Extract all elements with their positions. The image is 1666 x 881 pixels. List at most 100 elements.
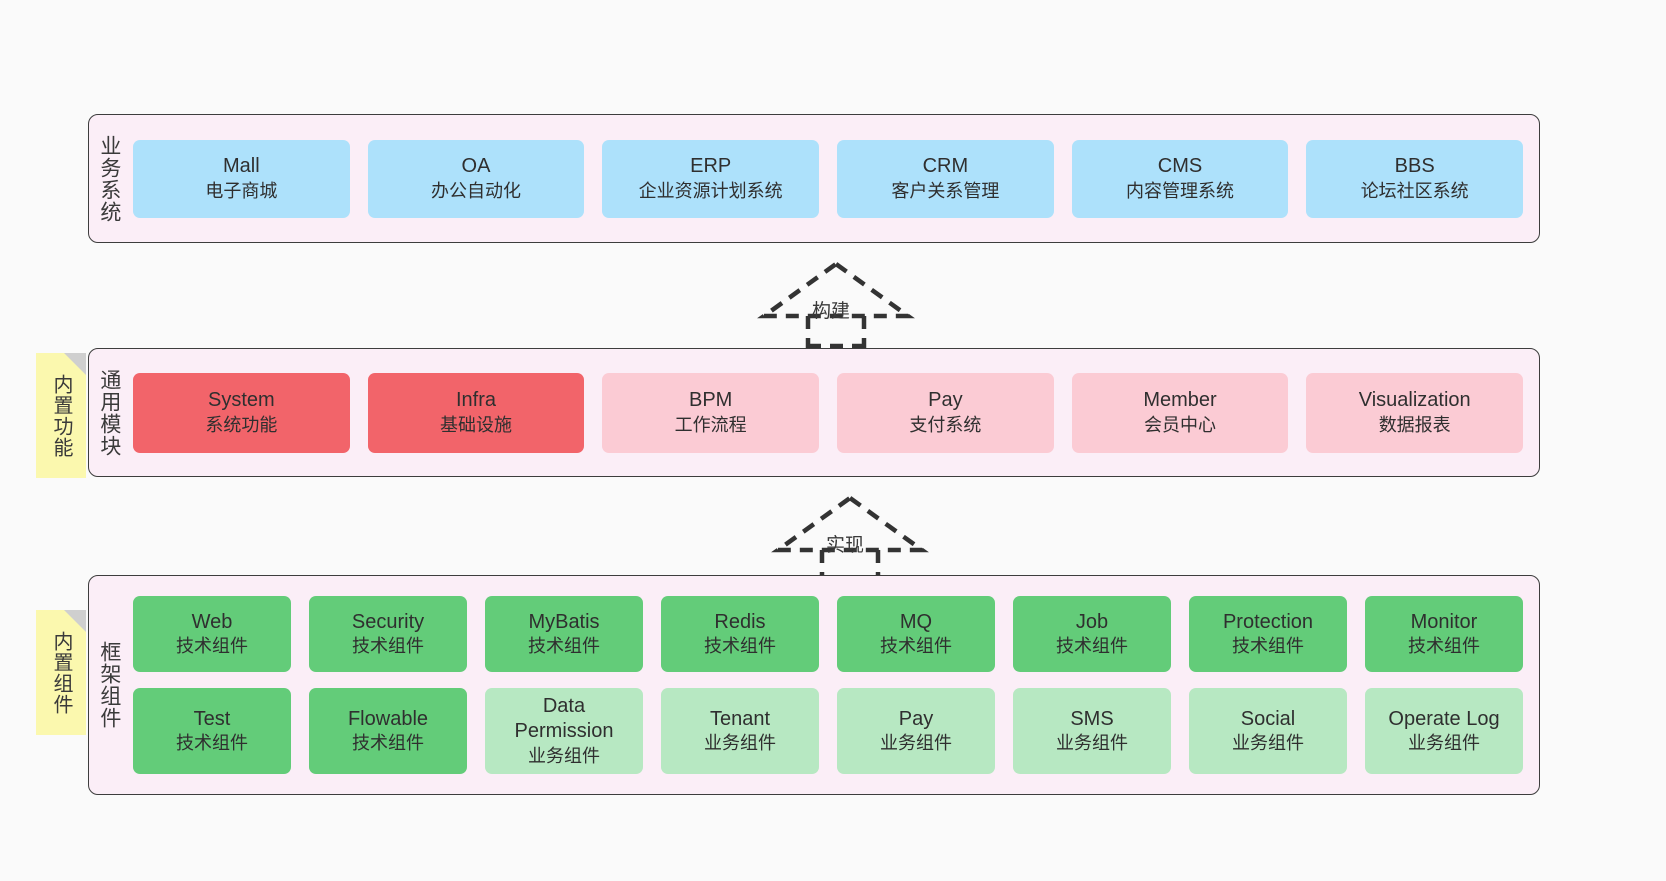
arrow-implement: 实现 xyxy=(770,492,930,583)
card-crm-title: CRM xyxy=(922,155,969,178)
card-sms[interactable]: SMS 业务组件 xyxy=(1013,688,1171,774)
arrow-build: 构建 xyxy=(756,258,916,349)
card-test[interactable]: Test 技术组件 xyxy=(133,688,291,774)
card-cms-subtitle: 内容管理系统 xyxy=(1126,180,1235,201)
card-protection[interactable]: Protection 技术组件 xyxy=(1189,596,1347,672)
card-security[interactable]: Security 技术组件 xyxy=(309,596,467,672)
sticky-note-builtin-function: 内置功能 xyxy=(36,353,86,478)
card-sms-subtitle: 业务组件 xyxy=(1056,733,1128,754)
card-protection-subtitle: 技术组件 xyxy=(1232,636,1304,657)
card-pay-module-subtitle: 支付系统 xyxy=(909,414,982,435)
card-mall[interactable]: Mall 电子商城 xyxy=(133,139,350,218)
card-monitor-title: Monitor xyxy=(1410,610,1478,633)
card-mybatis-subtitle: 技术组件 xyxy=(528,636,600,657)
card-mall-subtitle: 电子商城 xyxy=(205,180,278,201)
card-mybatis[interactable]: MyBatis 技术组件 xyxy=(485,596,643,672)
card-flowable-title: Flowable xyxy=(347,707,429,730)
layer-business-system-body: Mall 电子商城 OA 办公自动化 ERP 企业资源计划系统 CRM 客户关系… xyxy=(129,115,1539,242)
sticky-fold-corner-icon xyxy=(64,610,86,632)
card-redis-title: Redis xyxy=(714,610,766,633)
card-pay-component[interactable]: Pay 业务组件 xyxy=(837,688,995,774)
card-pay-module[interactable]: Pay 支付系统 xyxy=(837,372,1054,453)
card-system-title: System xyxy=(207,389,275,412)
card-oa[interactable]: OA 办公自动化 xyxy=(367,139,585,218)
card-visualization-subtitle: 数据报表 xyxy=(1378,414,1451,435)
card-web-title: Web xyxy=(191,610,233,633)
card-data-permission-subtitle: 业务组件 xyxy=(528,746,600,767)
card-tenant[interactable]: Tenant 业务组件 xyxy=(661,688,819,774)
card-bbs-subtitle: 论坛社区系统 xyxy=(1360,180,1469,201)
card-pay-component-title: Pay xyxy=(898,707,934,730)
card-social[interactable]: Social 业务组件 xyxy=(1189,688,1347,774)
card-oa-title: OA xyxy=(461,155,491,178)
card-mall-title: Mall xyxy=(223,155,260,178)
card-bpm-subtitle: 工作流程 xyxy=(674,414,747,435)
card-redis[interactable]: Redis 技术组件 xyxy=(661,596,819,672)
framework-biz-row: Test 技术组件 Flowable 技术组件 Data Permission … xyxy=(133,688,1523,774)
card-job[interactable]: Job 技术组件 xyxy=(1013,596,1171,672)
layer-common-module-label: 通用模块 xyxy=(97,368,121,457)
card-test-title: Test xyxy=(193,707,231,730)
card-bpm[interactable]: BPM 工作流程 xyxy=(602,372,820,453)
card-operate-log-title: Operate Log xyxy=(1388,707,1500,730)
card-mq[interactable]: MQ 技术组件 xyxy=(837,596,995,672)
card-infra[interactable]: Infra 基础设施 xyxy=(367,372,585,453)
card-web-subtitle: 技术组件 xyxy=(176,636,248,657)
card-visualization-title: Visualization xyxy=(1358,389,1471,412)
layer-common-module-body: System 系统功能 Infra 基础设施 BPM 工作流程 Pay 支付系统… xyxy=(129,349,1539,476)
card-crm-subtitle: 客户关系管理 xyxy=(891,180,1000,201)
card-erp-title: ERP xyxy=(690,155,732,178)
card-monitor-subtitle: 技术组件 xyxy=(1408,636,1480,657)
arrow-implement-label: 实现 xyxy=(826,535,865,556)
card-monitor[interactable]: Monitor 技术组件 xyxy=(1365,596,1523,672)
card-protection-title: Protection xyxy=(1222,610,1314,633)
card-visualization[interactable]: Visualization 数据报表 xyxy=(1306,372,1524,453)
card-bbs-title: BBS xyxy=(1394,155,1435,178)
card-job-title: Job xyxy=(1075,610,1109,633)
card-operate-log-subtitle: 业务组件 xyxy=(1408,733,1480,754)
sticky-note-builtin-function-label: 内置功能 xyxy=(50,373,72,458)
card-cms[interactable]: CMS 内容管理系统 xyxy=(1071,139,1289,218)
layer-framework-component: 框架组件 Web 技术组件 Security 技术组件 MyBatis 技术组件… xyxy=(88,575,1540,795)
card-operate-log[interactable]: Operate Log 业务组件 xyxy=(1365,688,1523,774)
card-security-title: Security xyxy=(351,610,425,633)
card-flowable[interactable]: Flowable 技术组件 xyxy=(309,688,467,774)
card-bbs[interactable]: BBS 论坛社区系统 xyxy=(1306,139,1524,218)
layer-framework-component-label: 框架组件 xyxy=(97,641,121,729)
card-member-subtitle: 会员中心 xyxy=(1144,414,1217,435)
card-security-subtitle: 技术组件 xyxy=(352,636,424,657)
card-tenant-subtitle: 业务组件 xyxy=(704,733,776,754)
card-data-permission[interactable]: Data Permission 业务组件 xyxy=(485,688,643,774)
arrow-build-label: 构建 xyxy=(812,301,851,322)
card-oa-subtitle: 办公自动化 xyxy=(431,180,521,201)
card-mybatis-title: MyBatis xyxy=(528,610,600,633)
card-web[interactable]: Web 技术组件 xyxy=(133,596,291,672)
card-pay-component-subtitle: 业务组件 xyxy=(880,733,952,754)
common-module-card-row: System 系统功能 Infra 基础设施 BPM 工作流程 Pay 支付系统… xyxy=(133,372,1524,453)
business-system-card-row: Mall 电子商城 OA 办公自动化 ERP 企业资源计划系统 CRM 客户关系… xyxy=(133,139,1524,218)
card-infra-subtitle: 基础设施 xyxy=(440,414,512,435)
card-social-subtitle: 业务组件 xyxy=(1232,733,1304,754)
card-system-subtitle: 系统功能 xyxy=(205,414,278,435)
card-mq-subtitle: 技术组件 xyxy=(880,636,952,657)
card-erp[interactable]: ERP 企业资源计划系统 xyxy=(602,139,820,218)
card-system[interactable]: System 系统功能 xyxy=(133,372,350,453)
card-erp-subtitle: 企业资源计划系统 xyxy=(638,180,783,201)
card-mq-title: MQ xyxy=(899,610,933,633)
card-test-subtitle: 技术组件 xyxy=(176,733,248,754)
sticky-note-builtin-component: 内置组件 xyxy=(36,610,86,735)
card-data-permission-title: Data Permission xyxy=(514,694,614,743)
card-tenant-title: Tenant xyxy=(709,707,771,730)
sticky-note-builtin-component-label: 内置组件 xyxy=(50,630,72,715)
card-crm[interactable]: CRM 客户关系管理 xyxy=(837,139,1054,218)
card-bpm-title: BPM xyxy=(689,389,733,412)
layer-business-system-label: 业务系统 xyxy=(97,134,121,223)
card-job-subtitle: 技术组件 xyxy=(1056,636,1128,657)
card-infra-title: Infra xyxy=(455,389,497,412)
card-pay-module-title: Pay xyxy=(928,389,963,412)
card-member[interactable]: Member 会员中心 xyxy=(1071,372,1289,453)
layer-business-system: 业务系统 Mall 电子商城 OA 办公自动化 ERP 企业资源计划系统 CRM… xyxy=(88,114,1540,243)
card-social-title: Social xyxy=(1240,707,1296,730)
layer-framework-component-body: Web 技术组件 Security 技术组件 MyBatis 技术组件 Redi… xyxy=(129,576,1539,794)
card-flowable-subtitle: 技术组件 xyxy=(352,733,424,754)
